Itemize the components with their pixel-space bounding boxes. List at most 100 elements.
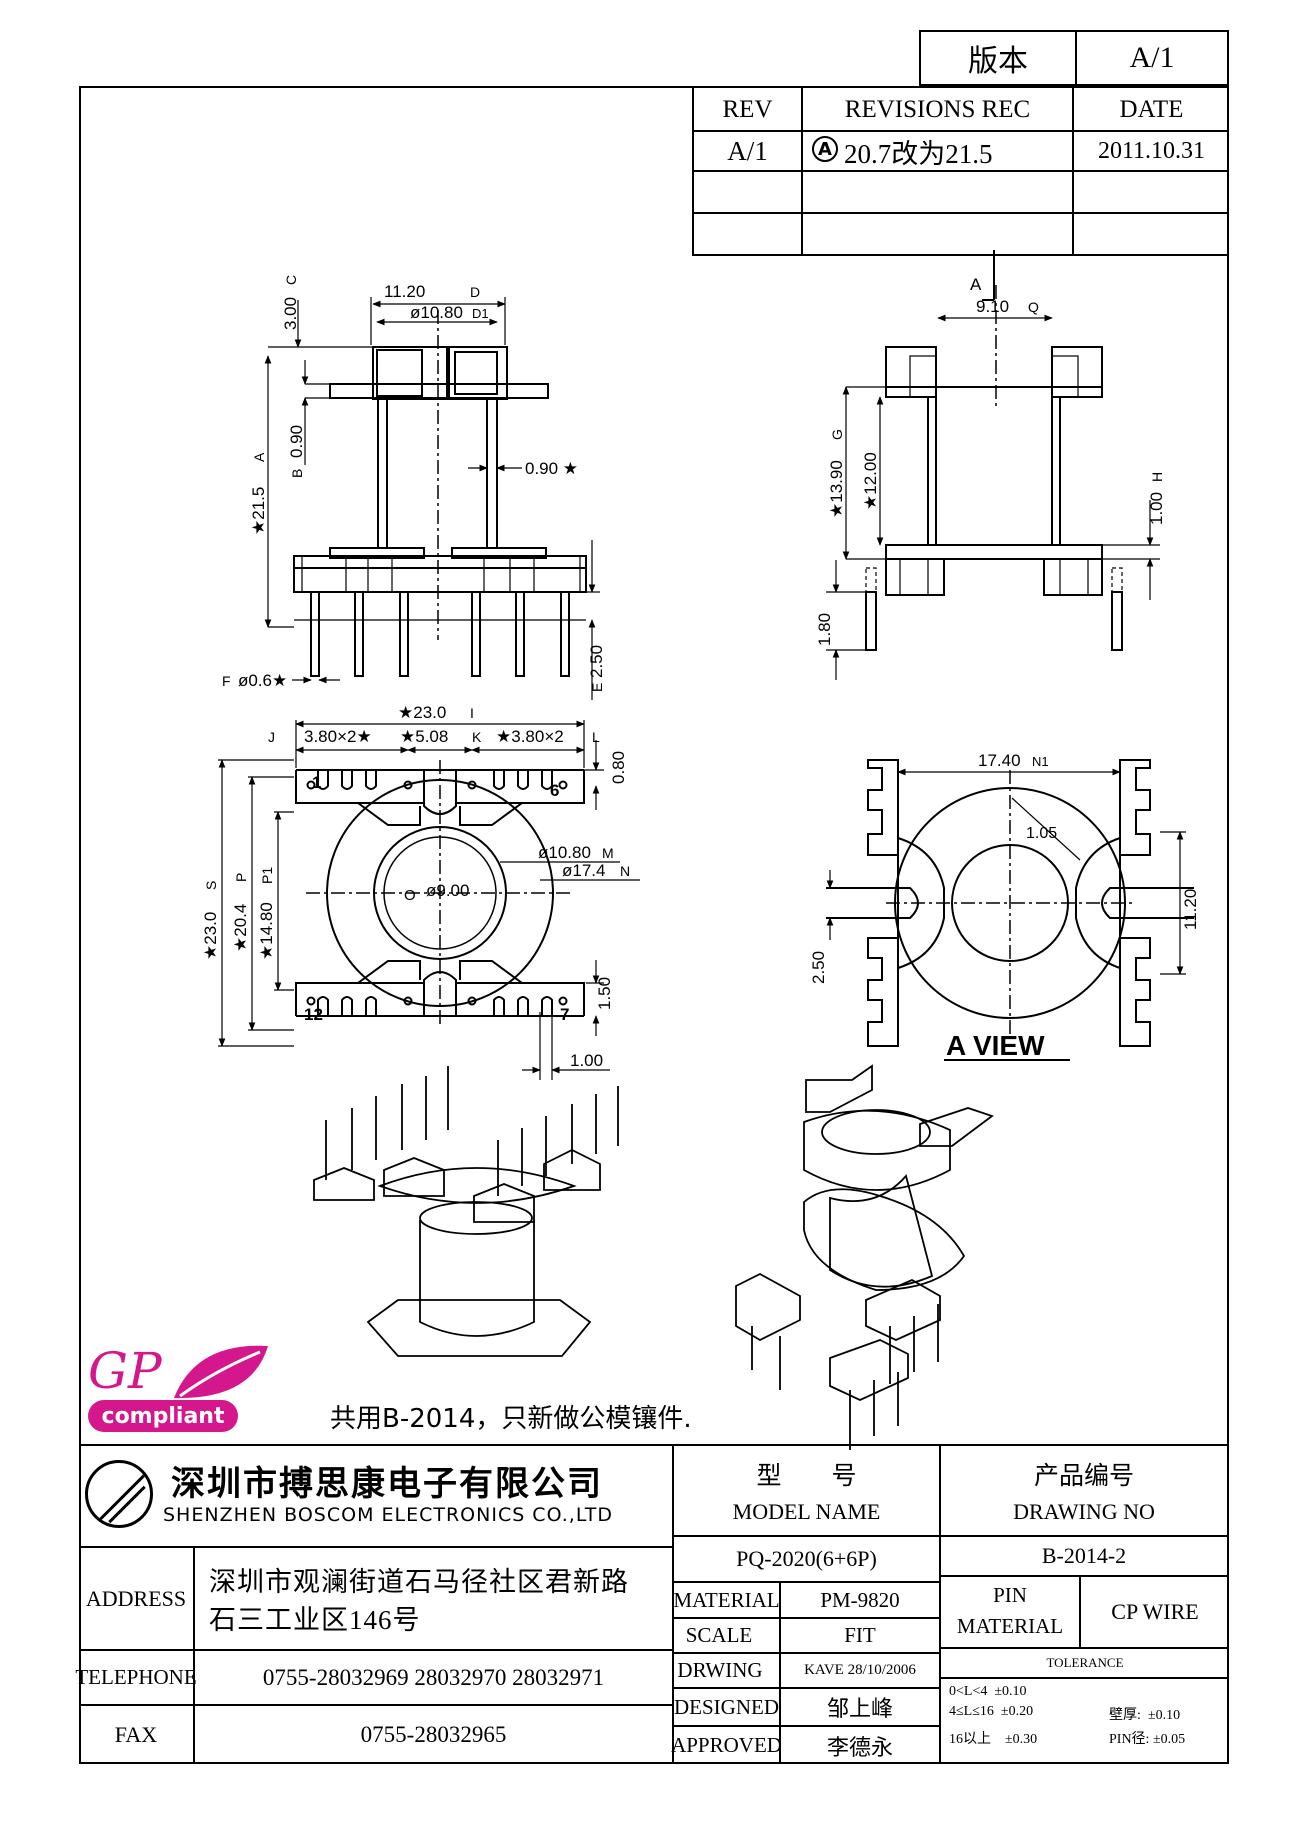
dim-slot-depth: 0.80 bbox=[609, 751, 628, 784]
dim-ref-j: J bbox=[268, 729, 275, 745]
isometric-view-right bbox=[735, 1064, 994, 1450]
tolerance-row1: 0<L<4 ±0.10 bbox=[949, 1684, 1027, 1699]
material-value: PM-9820 bbox=[820, 1587, 900, 1612]
dim-inner-diameter: ø10.80 bbox=[410, 303, 463, 322]
pin-material-value: CP WIRE bbox=[1111, 1599, 1199, 1624]
dim-plan-height: ★23.0 bbox=[201, 912, 220, 960]
view-a-arrow-label: A bbox=[970, 275, 982, 294]
dim-total-height: ★21.5 bbox=[249, 487, 268, 535]
dim-ref-k: K bbox=[472, 729, 482, 745]
dim-ref-g: G bbox=[829, 429, 845, 440]
approved-value: 李德永 bbox=[826, 1734, 893, 1760]
pin-material-label1: PIN bbox=[993, 1582, 1027, 1607]
telephone-label: TELEPHONE bbox=[75, 1665, 197, 1689]
drawing-note: 共用B-2014，只新做公模镶件. bbox=[330, 1404, 692, 1434]
drwing-label: DRWING bbox=[677, 1658, 763, 1682]
dim-ref-b: B bbox=[289, 469, 305, 478]
company-name-cn: 深圳市搏思康电子有限公司 bbox=[171, 1464, 603, 1504]
dim-plan-mid: ★20.4 bbox=[231, 904, 250, 952]
company-name-en: SHENZHEN BOSCOM ELECTRONICS CO.,LTD bbox=[163, 1504, 614, 1526]
designed-value: 邹上峰 bbox=[826, 1696, 893, 1721]
dim-ref-p: P bbox=[233, 873, 249, 882]
date-value: 2011.10.31 bbox=[1097, 137, 1206, 164]
dim-ref-n: N bbox=[620, 863, 630, 879]
scale-value: FIT bbox=[844, 1623, 876, 1647]
address-line1: 深圳市观澜街道石马径社区君新路 bbox=[209, 1567, 629, 1597]
dim-aview-slot: 2.50 bbox=[809, 951, 828, 984]
dim-bottom-rail: 1.50 bbox=[595, 977, 614, 1010]
title-block: 深圳市搏思康电子有限公司 SHENZHEN BOSCOM ELECTRONICS… bbox=[75, 1444, 1229, 1764]
designed-label: DESIGNED bbox=[674, 1694, 779, 1719]
a-view bbox=[826, 759, 1194, 1047]
dim-plan-inner: ★14.80 bbox=[257, 902, 276, 960]
tolerance-pin: PIN径: ±0.05 bbox=[1109, 1732, 1186, 1747]
pin-6-label: 6 bbox=[550, 781, 559, 800]
a-view-caption: A VIEW bbox=[946, 1030, 1045, 1061]
fax-value: 0755-28032965 bbox=[360, 1722, 507, 1747]
dim-ref-d: D bbox=[470, 284, 480, 300]
material-label: MATERIAL bbox=[673, 1587, 780, 1612]
dim-aview-radius: 1.05 bbox=[1026, 825, 1057, 842]
revisions-table: REV REVISIONS REC DATE A/1 A 20.7改为21.5 … bbox=[692, 86, 1229, 256]
compliant-badge: compliant bbox=[88, 1400, 238, 1432]
pin-7-label: 7 bbox=[560, 1005, 569, 1024]
pin-1-label: 1 bbox=[312, 773, 321, 792]
dim-ref-p1: P1 bbox=[259, 867, 275, 884]
dim-right-pitch: ★3.80×2 bbox=[496, 727, 564, 746]
revision-marker: A bbox=[812, 136, 838, 162]
dim-pin-length: 2.50 bbox=[587, 645, 606, 678]
model-value: PQ-2020(6+6P) bbox=[736, 1546, 877, 1571]
dim-wall: 0.90 ★ bbox=[525, 459, 578, 478]
dim-mid-pitch: ★5.08 bbox=[400, 727, 448, 746]
company-logo-icon bbox=[85, 1460, 153, 1528]
tolerance-title: TOLERANCE bbox=[1046, 1655, 1124, 1670]
front-view bbox=[264, 297, 600, 700]
pin-material-label2: MATERIAL bbox=[956, 1613, 1064, 1638]
version-box: 版本 A/1 bbox=[919, 30, 1229, 86]
dim-side-body: ★12.00 bbox=[861, 452, 880, 510]
dim-ref-s: S bbox=[203, 881, 219, 890]
dim-aview-height: 11.20 bbox=[1181, 889, 1200, 930]
model-label-en: MODEL NAME bbox=[732, 1499, 881, 1524]
technical-drawing: 11.20 D ø10.80 D1 3.00 C ★21.5 A 0.90 B … bbox=[201, 250, 1200, 1450]
dim-side-pin: 1.80 bbox=[815, 613, 834, 646]
dim-ref-i: I bbox=[470, 705, 474, 721]
gp-text: GP bbox=[88, 1342, 162, 1400]
dim-side-width: 9.10 bbox=[976, 297, 1009, 316]
rec-header: REVISIONS REC bbox=[844, 96, 1031, 123]
drawing-label-cn: 产品编号 bbox=[1033, 1463, 1134, 1490]
bottom-view bbox=[218, 720, 640, 1080]
fax-label: FAX bbox=[114, 1722, 158, 1747]
dim-ref-h: H bbox=[1149, 472, 1165, 482]
version-label: 版本 bbox=[921, 32, 1077, 84]
address-label: ADDRESS bbox=[85, 1585, 187, 1611]
gp-compliant-logo: GP compliant bbox=[82, 1340, 278, 1440]
dim-ref-n1: N1 bbox=[1032, 754, 1049, 769]
tolerance-row2: 4≤L≤16 ±0.20 bbox=[949, 1704, 1034, 1719]
dim-left-pitch: 3.80×2★ bbox=[304, 727, 372, 746]
tolerance-wall: 壁厚: ±0.10 bbox=[1109, 1708, 1181, 1723]
dim-ref-a: A bbox=[251, 452, 267, 462]
dim-ref-o: O bbox=[404, 887, 416, 904]
dim-pin-diameter: ø0.6★ bbox=[238, 671, 287, 690]
dim-side-height: ★13.90 bbox=[827, 460, 846, 518]
rev-value: A/1 bbox=[727, 135, 768, 166]
dim-ref-f: F bbox=[222, 673, 231, 689]
side-view bbox=[826, 250, 1160, 680]
address-line2: 石三工业区146号 bbox=[209, 1605, 421, 1635]
dim-ref-l: L bbox=[592, 729, 600, 745]
dim-bottom-offset: 1.00 bbox=[570, 1051, 603, 1070]
dim-bottom-width: ★23.0 bbox=[398, 703, 446, 722]
approved-label: APPROVED bbox=[671, 1733, 782, 1757]
dim-ref-d1: D1 bbox=[472, 306, 489, 321]
dim-aview-width: 17.40 bbox=[978, 751, 1021, 770]
pin-12-label: 12 bbox=[304, 1005, 323, 1024]
dim-top-width: 11.20 bbox=[384, 282, 425, 301]
drawing-frame bbox=[79, 86, 1229, 1764]
model-label-cn: 型 号 bbox=[756, 1463, 857, 1490]
leaf-icon bbox=[174, 1345, 268, 1399]
dim-ref-m: M bbox=[602, 845, 614, 861]
date-header: DATE bbox=[1119, 96, 1184, 123]
tolerance-row3: 16以上 ±0.30 bbox=[949, 1732, 1038, 1747]
rec-value: 20.7改为21.5 bbox=[844, 138, 993, 169]
